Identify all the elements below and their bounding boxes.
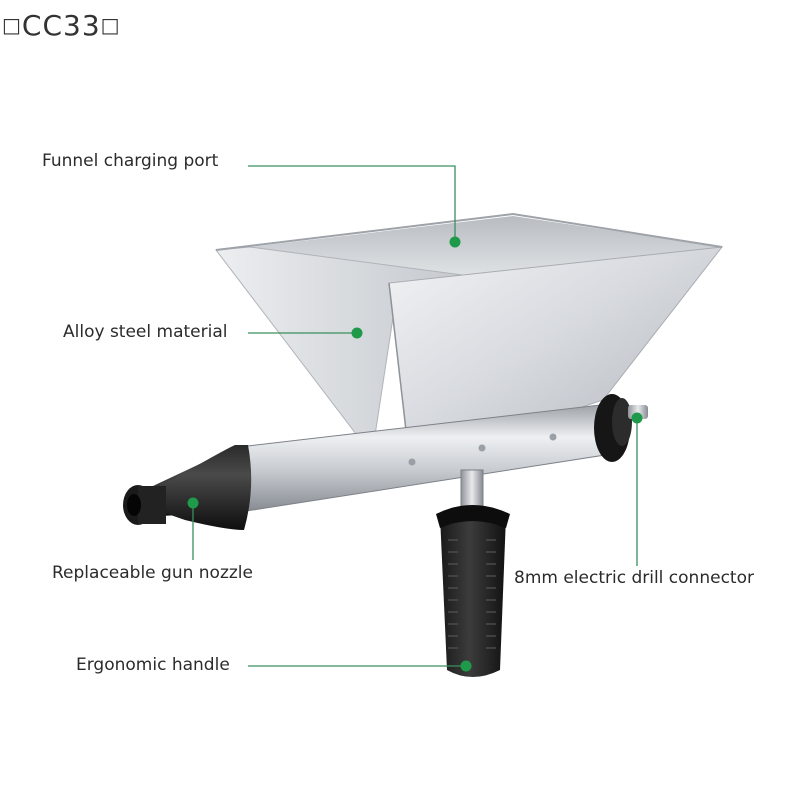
dot-funnel (449, 236, 461, 248)
watermark-box-left: □ (2, 13, 22, 37)
callout-dots (187, 236, 643, 672)
rivet-1 (478, 444, 486, 452)
barrel-rear-cap (612, 398, 632, 446)
barrel (229, 394, 648, 513)
dot-nozzle (187, 497, 199, 509)
rivet-2 (549, 433, 557, 441)
watermark-text: CC33 (21, 9, 101, 42)
label-replaceable-gun-nozzle: Replaceable gun nozzle (52, 563, 253, 583)
dot-handle (460, 660, 472, 672)
nozzle-cone-body (160, 445, 252, 530)
dot-drill (631, 412, 643, 424)
leader-lines (192, 165, 638, 667)
hopper-rim (215, 212, 723, 251)
handle (436, 469, 510, 677)
handle-ridges (448, 539, 496, 649)
label-funnel-charging-port: Funnel charging port (42, 151, 219, 171)
label-electric-drill-connector: 8mm electric drill connector (514, 568, 754, 588)
handle-grip (440, 509, 506, 677)
label-ergonomic-handle: Ergonomic handle (76, 655, 230, 675)
rivet-3 (408, 458, 416, 466)
label-alloy-steel-material: Alloy steel material (63, 322, 228, 342)
dot-alloy (351, 327, 363, 339)
nozzle (123, 445, 252, 530)
hopper-inner-back (250, 216, 722, 276)
handle-grip-top (436, 505, 510, 528)
nozzle-tip-hole (127, 494, 141, 516)
nozzle-tip-body (138, 486, 166, 524)
handle-stem (460, 469, 484, 507)
hopper (215, 212, 724, 466)
watermark-box-right: □ (100, 13, 121, 37)
leader-funnel (248, 165, 456, 242)
watermark: □CC33□ (2, 12, 121, 40)
